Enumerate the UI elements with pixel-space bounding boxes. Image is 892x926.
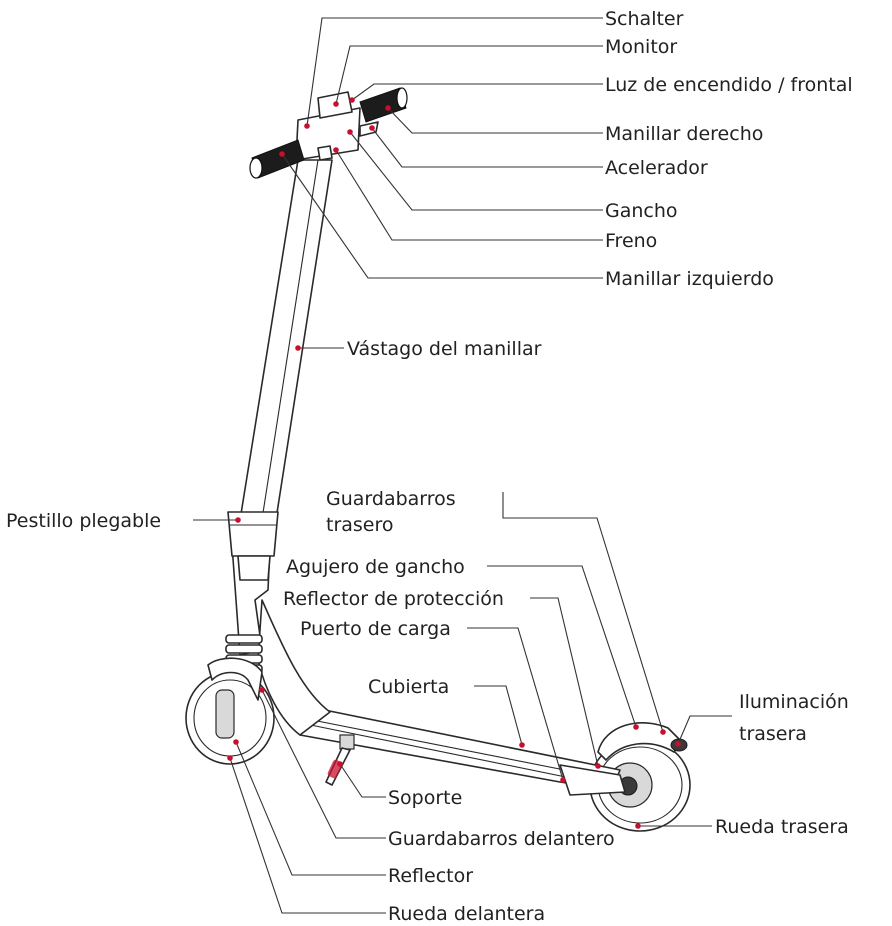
leader-switch: [306, 17, 603, 127]
leader-protection-reflector: [530, 597, 599, 767]
label-switch: Schalter: [605, 8, 684, 30]
marker-brake: [333, 147, 339, 153]
marker-front-fender: [259, 687, 265, 693]
marker-front-light: [349, 97, 355, 103]
front-frame-graphic: [257, 599, 331, 736]
leader-right-grip: [387, 107, 603, 134]
stem-shade-line: [257, 159, 319, 546]
rear-wheel-graphic: [589, 738, 691, 832]
marker-protection-reflector: [595, 763, 601, 769]
leader-kickstand: [339, 763, 386, 798]
leader-left-grip: [281, 153, 603, 279]
marker-folding-latch: [235, 517, 241, 523]
latch-collar-graphic: [237, 555, 271, 581]
label-left-grip: Manillar izquierdo: [605, 268, 774, 290]
label-folding-latch: Pestillo plegable: [6, 510, 161, 532]
deck-top-line: [291, 715, 606, 779]
marker-rear-light: [675, 741, 681, 747]
label-front-fender: Guardabarros delantero: [388, 828, 615, 850]
marker-kickstand: [337, 761, 343, 767]
marker-monitor: [333, 101, 339, 107]
leader-front-wheel: [229, 757, 386, 914]
label-throttle: Acelerador: [605, 157, 708, 179]
marker-left-grip: [279, 151, 285, 157]
folding-latch-graphic: [227, 511, 279, 557]
front-fender-graphic: [207, 657, 263, 701]
right-grip-graphic: [359, 87, 408, 123]
left-grip-graphic: [249, 139, 305, 179]
label-protection-reflector: Reflector de protección: [283, 588, 504, 610]
leader-charging-port: [467, 627, 564, 781]
leader-deck: [474, 685, 523, 746]
label-kickstand: Soporte: [388, 787, 462, 809]
marker-charging-port: [560, 777, 566, 783]
label-rear-light-line2: trasera: [739, 723, 807, 745]
marker-stem: [295, 345, 301, 351]
marker-deck: [519, 742, 525, 748]
leader-monitor: [335, 45, 603, 105]
label-rear-light-line1: Iluminación: [739, 691, 849, 713]
rear-bracket-graphic: [559, 764, 626, 796]
marker-switch: [304, 123, 310, 129]
marker-front-wheel: [227, 755, 233, 761]
brake-lever-graphic: [317, 145, 333, 161]
marker-right-grip: [385, 105, 391, 111]
markers: [227, 97, 681, 829]
label-brake: Freno: [605, 230, 657, 252]
label-rear-wheel: Rueda trasera: [715, 816, 849, 838]
label-charging-port: Puerto de carga: [300, 618, 451, 640]
label-front-light: Luz de encendido / frontal: [605, 74, 853, 96]
leader-front-light: [351, 83, 603, 101]
marker-rear-fender: [660, 729, 666, 735]
leader-hook-hole: [487, 565, 637, 728]
leader-rear-light: [677, 715, 732, 745]
label-monitor: Monitor: [605, 36, 677, 58]
label-reflector: Reflector: [388, 865, 473, 887]
marker-hook: [347, 129, 353, 135]
marker-reflector: [233, 739, 239, 745]
throttle-graphic: [359, 121, 379, 137]
label-hook-hole: Agujero de gancho: [286, 556, 465, 578]
leader-front-fender: [261, 689, 386, 839]
label-hook: Gancho: [605, 200, 678, 222]
leader-rear-fender: [502, 492, 664, 733]
label-deck: Cubierta: [368, 676, 449, 698]
stem-graphic: [235, 159, 333, 546]
leader-brake: [335, 149, 603, 241]
leader-throttle: [371, 127, 603, 168]
deck-edge-line: [295, 721, 601, 785]
marker-rear-wheel: [635, 823, 641, 829]
label-stem: Vástago del manillar: [347, 338, 542, 360]
labels: Schalter Monitor Luz de encendido / fron…: [6, 8, 853, 925]
marker-throttle: [369, 125, 375, 131]
marker-hook-hole: [633, 724, 639, 730]
label-front-wheel: Rueda delantera: [388, 903, 545, 925]
label-rear-fender-line1: Guardabarros: [326, 488, 456, 510]
leader-hook: [349, 131, 603, 211]
leader-lines: [193, 17, 732, 914]
kickstand-graphic: [325, 734, 355, 786]
label-right-grip: Manillar derecho: [605, 123, 763, 145]
label-rear-fender-line2: trasero: [326, 514, 394, 536]
leader-reflector: [235, 741, 386, 876]
